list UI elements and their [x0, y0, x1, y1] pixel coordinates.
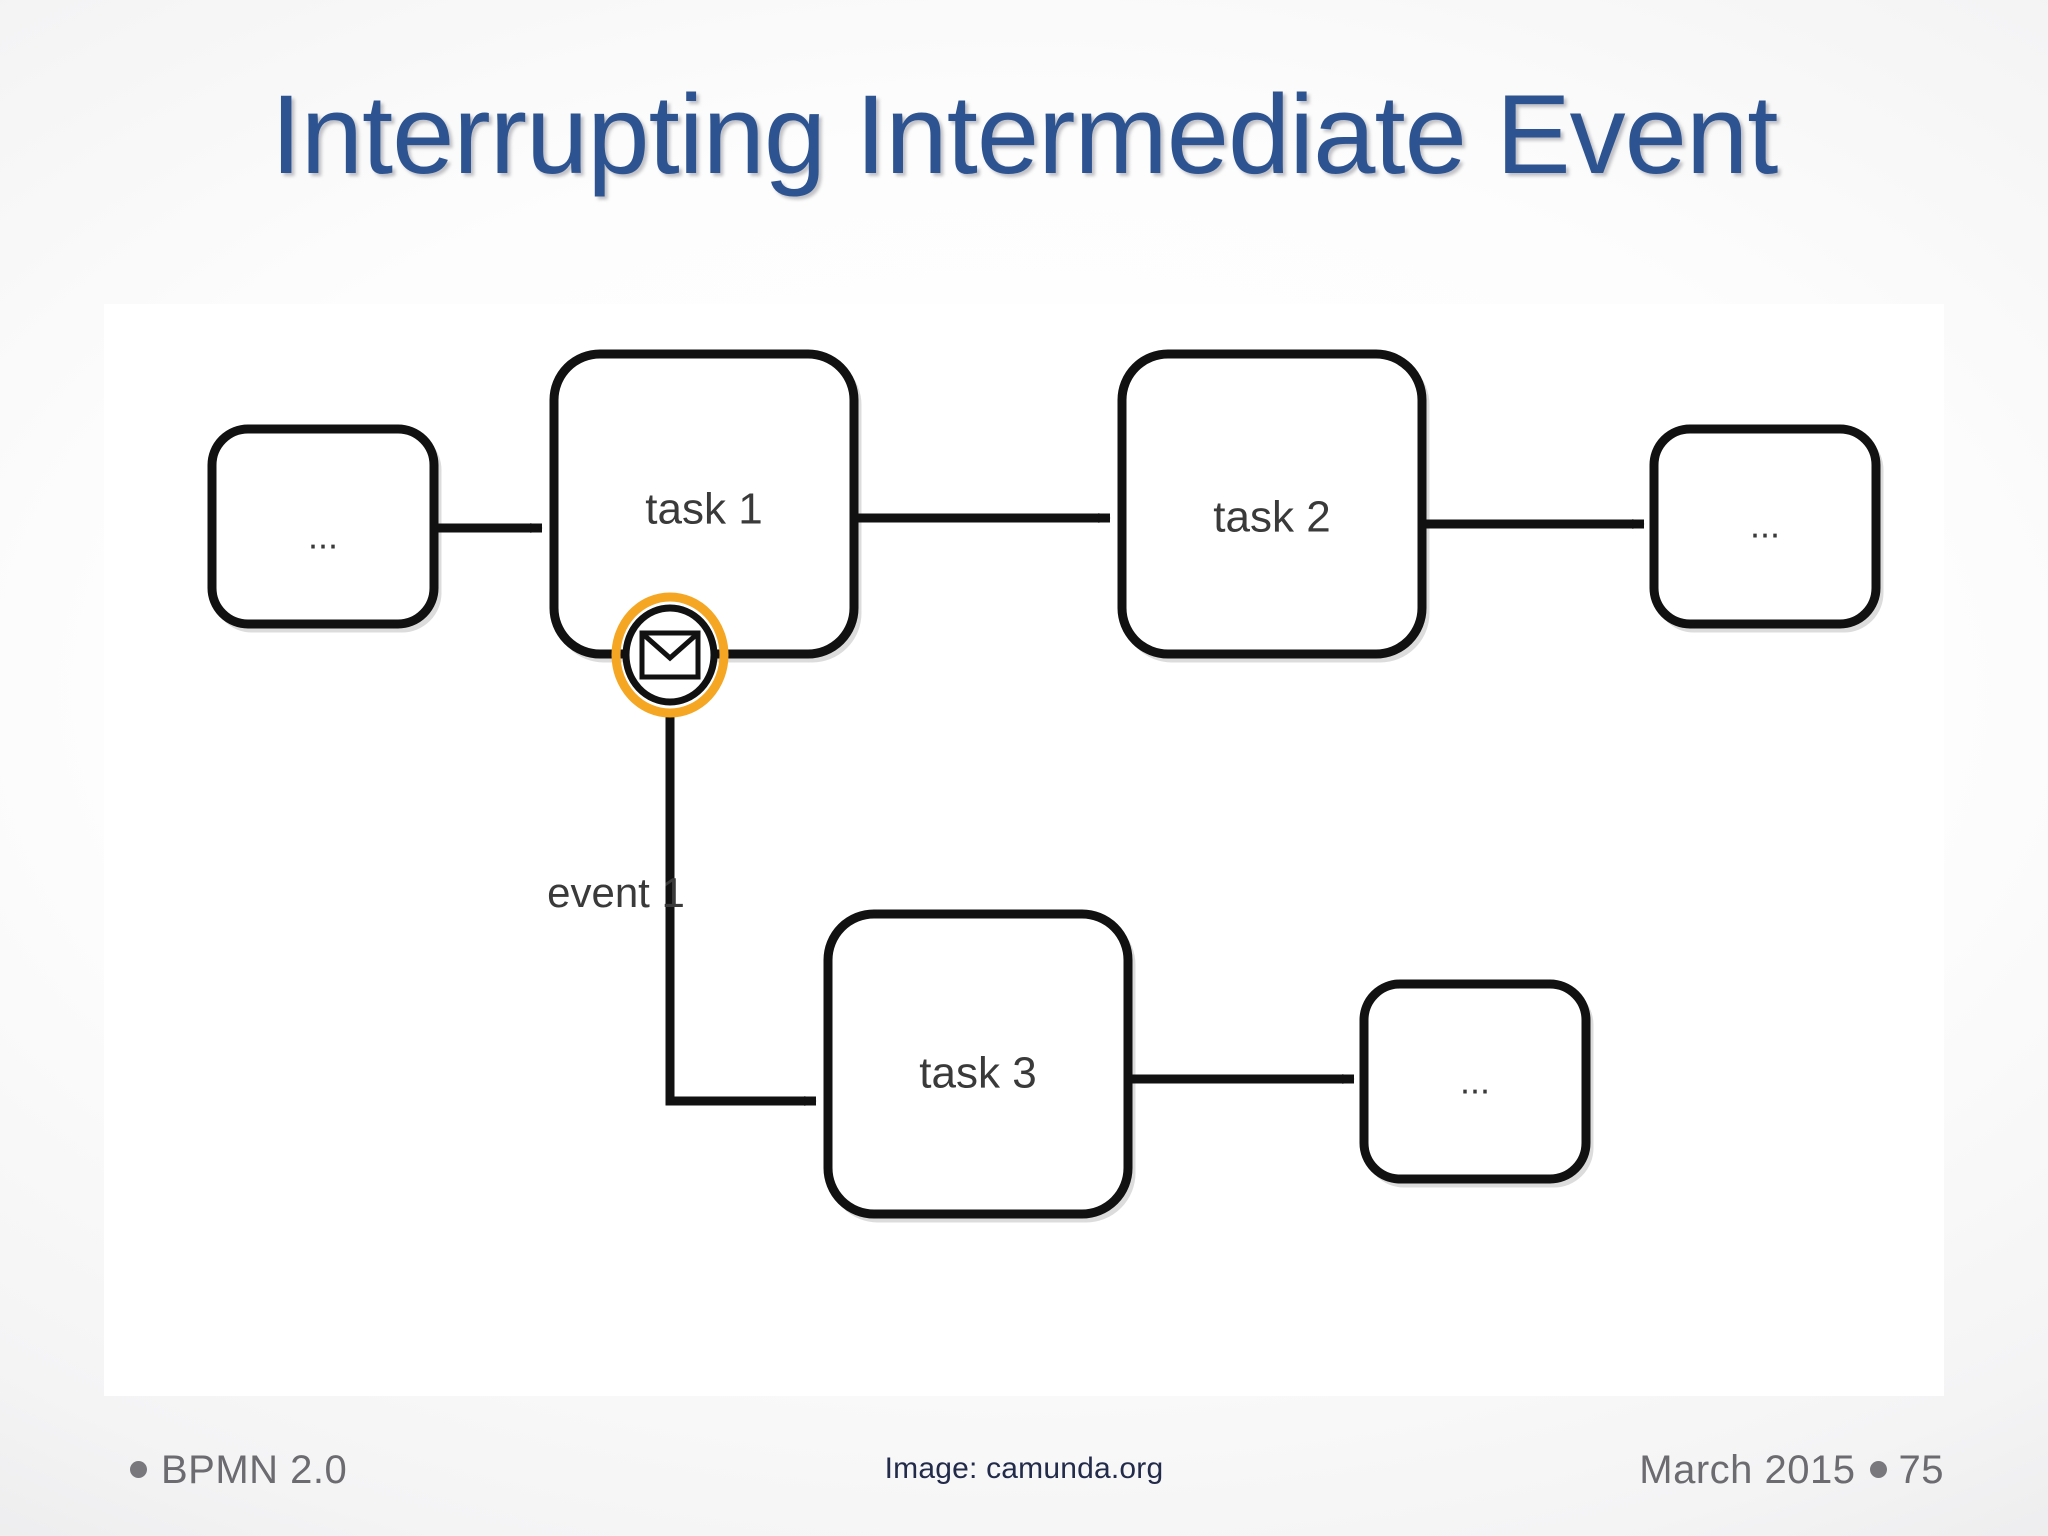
edge-label-event-1: event 1 — [547, 869, 685, 916]
node-label: task 3 — [919, 1049, 1036, 1098]
flow-event-to-task3 — [665, 712, 817, 1106]
date-label: March 2015 — [1639, 1448, 1856, 1492]
page-title: Interrupting Intermediate Event — [270, 72, 1779, 197]
node-label: task 1 — [645, 485, 762, 534]
bpmn-diagram: ... task 1 task 2 ... — [207, 349, 1884, 1223]
bullet-icon — [1869, 1460, 1887, 1478]
node-task-2[interactable]: task 2 — [1117, 349, 1427, 659]
node-task-1[interactable]: task 1 — [549, 349, 859, 659]
event-highlight-ring — [611, 592, 729, 718]
message-boundary-event[interactable] — [611, 592, 729, 718]
node-end-ellipsis[interactable]: ... — [1649, 424, 1881, 629]
page-number: 75 — [1898, 1448, 1944, 1492]
node-label: task 2 — [1213, 493, 1330, 542]
bullet-icon — [130, 1460, 147, 1478]
node-label: ... — [1750, 505, 1780, 546]
node-label: ... — [308, 516, 338, 557]
footer-left-label: BPMN 2.0 — [161, 1448, 348, 1492]
node-label: ... — [1460, 1061, 1490, 1102]
diagram-panel: ... task 1 task 2 ... — [104, 304, 1944, 1396]
envelope-icon — [639, 630, 701, 680]
image-credit: Image: camunda.org — [884, 1452, 1164, 1485]
node-start-ellipsis[interactable]: ... — [207, 424, 439, 629]
node-task-3[interactable]: task 3 — [823, 909, 1133, 1219]
footer-left: BPMN 2.0 — [130, 1448, 347, 1493]
node-end-ellipsis-2[interactable]: ... — [1359, 979, 1591, 1184]
footer-right: March 2015 75 — [1639, 1448, 1944, 1493]
